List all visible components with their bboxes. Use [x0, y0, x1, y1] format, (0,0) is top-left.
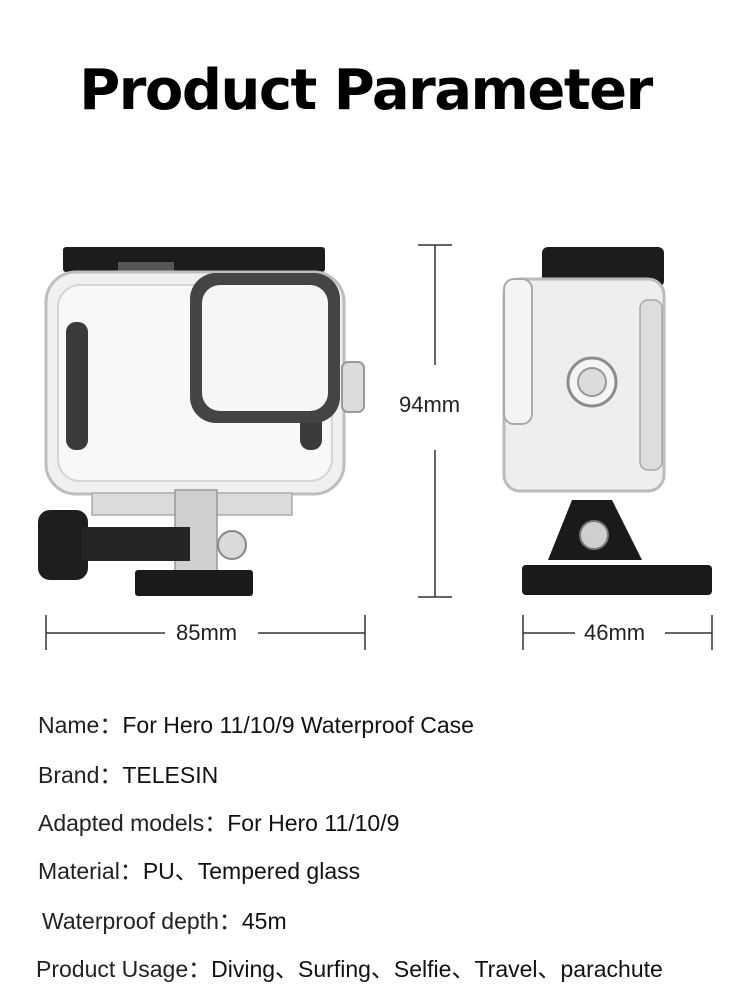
spec-name: Name：For Hero 11/10/9 Waterproof Case	[38, 712, 474, 738]
side-case-image	[502, 247, 712, 595]
depth-dimension-line	[522, 615, 713, 650]
spec-material: Material：PU、Tempered glass	[38, 858, 361, 884]
front-case-image	[38, 247, 365, 596]
depth-label: 46mm	[580, 620, 650, 646]
product-illustration: 94mm 85mm 46mm	[0, 230, 731, 670]
spec-adapted-models: Adapted models：For Hero 11/10/9	[38, 810, 400, 836]
spec-brand: Brand：TELESIN	[38, 762, 219, 788]
spec-product-usage: Product Usage：Diving、Surfing、Selfie、Trav…	[36, 956, 663, 982]
case-drawing	[38, 244, 713, 650]
height-label: 94mm	[395, 392, 465, 418]
spec-waterproof-depth: Waterproof depth：45m	[42, 908, 287, 934]
width-dimension-line	[45, 615, 366, 650]
page-title: Product Parameter	[79, 58, 653, 123]
width-label: 85mm	[172, 620, 242, 646]
height-dimension-line	[418, 244, 452, 598]
